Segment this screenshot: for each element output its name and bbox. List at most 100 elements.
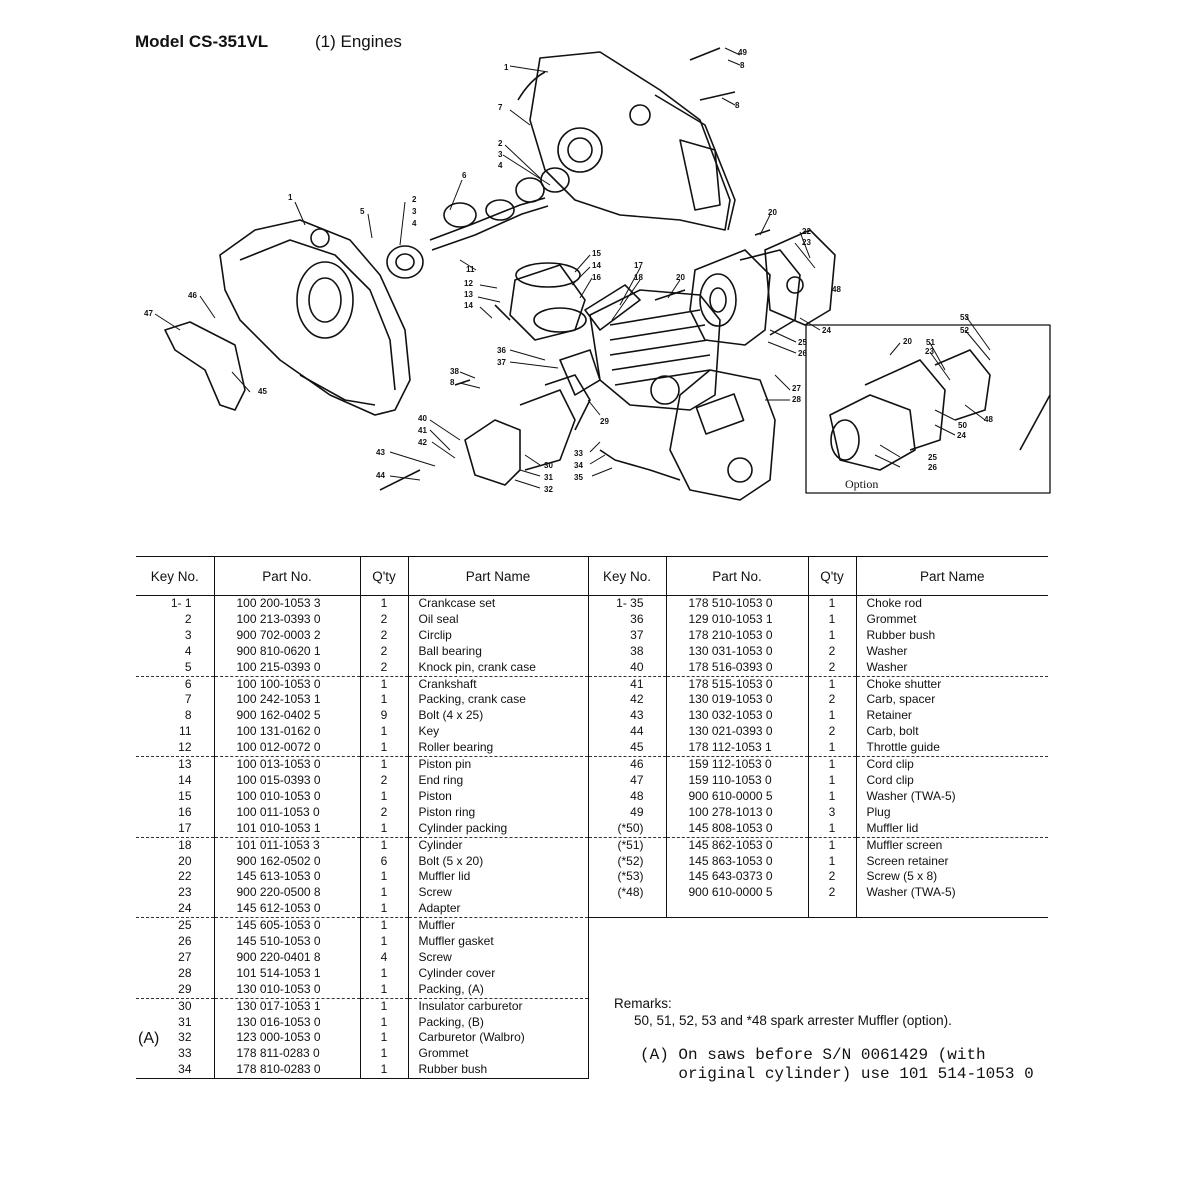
part-no-cell: 130 017-1053 1 (213, 998, 360, 1015)
part-name-cell: Adapter (407, 901, 588, 919)
key-cell: 15 (178, 788, 192, 803)
part-no-cell (666, 1030, 808, 1046)
qty-cell: 2 (359, 804, 408, 821)
part-no-cell: 900 220-0500 8 (213, 885, 360, 902)
qty-cell: 2 (359, 659, 408, 677)
part-name-cell: Piston ring (407, 804, 588, 821)
crankcase-rear (529, 51, 731, 231)
part-name-cell: Knock pin, crank case (407, 659, 588, 677)
part-no-cell: 145 612-1053 0 (213, 901, 360, 919)
part-no-cell: 101 010-1053 1 (213, 820, 360, 838)
part-name-cell: Bolt (5 x 20) (407, 853, 588, 870)
part-no-cell: 178 516-0393 0 (665, 659, 808, 677)
key-cell: 36 (587, 611, 666, 628)
part-no-cell: 100 200-1053 3 (213, 595, 360, 612)
part-name-cell: Cord clip (855, 756, 1048, 773)
key-cell (587, 1062, 666, 1079)
muffler (689, 249, 771, 346)
bearing-left (386, 245, 424, 279)
part-name-cell (856, 950, 1048, 966)
callout-53: 53 (960, 313, 969, 322)
key-cell: 28 (178, 965, 192, 980)
key-cell: 26 (178, 934, 192, 949)
part-name-cell (855, 901, 1048, 919)
remarks-title: Remarks: (614, 996, 672, 1011)
callout-3-left: 3 (412, 207, 417, 216)
part-no-cell: 145 862-1053 0 (665, 837, 808, 854)
callout-25-option: 25 (928, 453, 937, 462)
part-no-cell: 178 112-1053 1 (665, 740, 808, 758)
key-cell: 3 (184, 627, 192, 642)
part-no-cell: 178 811-0283 0 (213, 1046, 360, 1063)
callout-13: 13 (464, 290, 473, 299)
part-no-cell: 100 215-0393 0 (213, 659, 360, 677)
part-name-cell: Crankcase set (407, 595, 588, 612)
qty-cell: 1 (807, 595, 856, 612)
part-no-cell: 145 613-1053 0 (213, 869, 360, 886)
callout-23: 23 (802, 238, 811, 247)
part-no-cell: 100 015-0393 0 (213, 772, 360, 789)
key-cell: (*50) (587, 820, 666, 838)
qty-cell: 1 (807, 676, 856, 693)
key-cell: 1- 1 (170, 596, 192, 610)
callout-8-top: 8 (735, 101, 740, 110)
part-name-cell: Throttle guide (855, 740, 1048, 758)
qty-cell: 1 (807, 820, 856, 838)
qty-cell: 1 (359, 788, 408, 805)
callout-3-top: 3 (498, 150, 503, 159)
part-name-cell: Muffler (407, 917, 588, 935)
callout-42: 42 (418, 438, 427, 447)
key-cell: 37 (587, 627, 666, 644)
callout-24: 24 (822, 326, 831, 335)
callout-20-option: 20 (903, 337, 912, 346)
callout-31: 31 (544, 473, 553, 482)
part-no-cell: 159 112-1053 0 (665, 756, 808, 773)
qty-cell: 1 (359, 724, 408, 741)
key-cell: 1- 35 (587, 595, 666, 612)
part-name-cell: Muffler screen (855, 837, 1048, 854)
part-name-cell: Choke rod (855, 595, 1048, 612)
part-name-cell (856, 1030, 1048, 1046)
part-no-cell: 100 131-0162 0 (213, 724, 360, 741)
callout-46: 46 (188, 291, 197, 300)
key-cell: 6 (184, 676, 192, 691)
key-cell: 33 (178, 1046, 192, 1061)
callout-44: 44 (376, 471, 385, 480)
part-name-cell: Piston (407, 788, 588, 805)
exploded-diagram: 1 1 2 2 3 3 4 4 5 6 7 8 8 8 11 12 13 14 … (144, 47, 1051, 501)
part-name-cell: Bolt (4 x 25) (407, 708, 588, 725)
part-name-cell: Cylinder packing (407, 820, 588, 838)
qty-cell: 2 (807, 643, 856, 660)
qty-cell: 1 (807, 708, 856, 725)
part-name-cell: Choke shutter (855, 676, 1048, 693)
key-cell: 17 (136, 820, 214, 838)
part-no-cell: 900 162-0502 0 (213, 853, 360, 870)
callout-11: 11 (466, 265, 475, 274)
qty-cell: 1 (807, 772, 856, 789)
callout-12: 12 (464, 279, 473, 288)
qty-cell: 3 (807, 804, 856, 821)
part-no-cell: 100 011-1053 0 (213, 804, 360, 821)
callout-5: 5 (360, 207, 365, 216)
callout-4-top: 4 (498, 161, 503, 170)
part-name-cell: Packing, (A) (407, 981, 588, 999)
part-no-cell (666, 966, 808, 982)
key-cell: (*52) (587, 853, 666, 870)
model-label: Model CS-351VL (135, 32, 269, 51)
callout-48: 48 (832, 285, 841, 294)
key-cell (587, 917, 666, 935)
key-cell: 43 (587, 708, 666, 725)
part-no-cell: 145 863-1053 0 (665, 853, 808, 870)
qty-cell: 1 (359, 1046, 408, 1063)
part-name-cell: Rubber bush (407, 1062, 588, 1080)
key-cell: (*53) (587, 869, 666, 886)
